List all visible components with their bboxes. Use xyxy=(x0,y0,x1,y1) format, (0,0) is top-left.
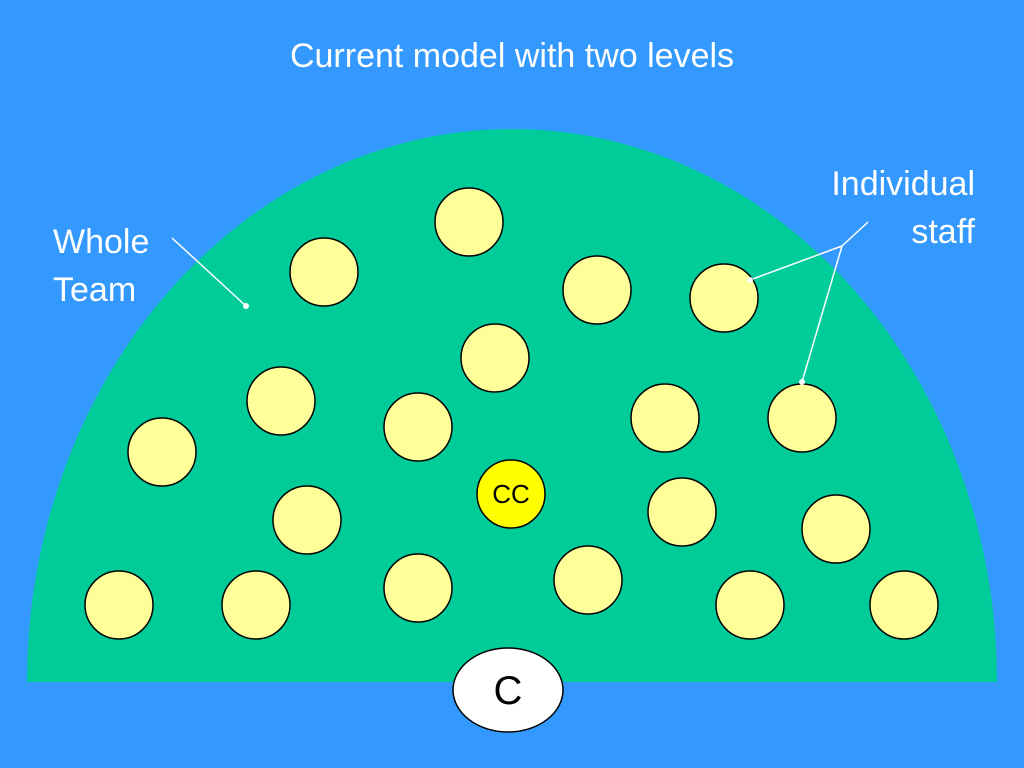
coordinator-node: CC xyxy=(476,459,546,529)
coordinator-label: CC xyxy=(492,479,530,509)
staff-circle-16 xyxy=(383,553,453,623)
staff-circle-8 xyxy=(630,383,700,453)
slide-title: Current model with two levels xyxy=(289,37,735,75)
center-ellipse xyxy=(452,647,564,733)
individual-staff-label: Individual staff xyxy=(790,160,975,256)
staff-pointer-2 xyxy=(749,245,843,281)
staff-circle-18 xyxy=(715,570,785,640)
whole-team-label-line1: Whole xyxy=(53,223,150,261)
staff-circle-12 xyxy=(647,477,717,547)
coordinator-circle xyxy=(476,459,546,529)
staff-circle-11 xyxy=(272,485,342,555)
staff-circle-14 xyxy=(84,570,154,640)
staff-circle-9 xyxy=(767,383,837,453)
individual-staff-label-line1: Individual xyxy=(831,165,975,203)
staff-pointer-dot-2 xyxy=(799,379,805,385)
staff-pointer-3 xyxy=(801,245,843,383)
staff-circle-15 xyxy=(221,570,291,640)
individual-staff-label-line2: staff xyxy=(911,213,975,251)
staff-circle-19 xyxy=(869,570,939,640)
staff-circles xyxy=(84,187,939,640)
staff-circle-2 xyxy=(289,237,359,307)
center-node: C xyxy=(452,647,564,733)
staff-pointer-1 xyxy=(841,221,869,247)
staff-circle-10 xyxy=(127,417,197,487)
staff-circle-17 xyxy=(553,545,623,615)
whole-team-pointer xyxy=(171,237,247,307)
pointer-lines xyxy=(171,221,869,383)
whole-team-pointer-dot xyxy=(243,303,249,309)
staff-circle-4 xyxy=(689,263,759,333)
whole-team-label-line2: Team xyxy=(53,271,137,309)
staff-circle-13 xyxy=(801,494,871,564)
staff-circle-1 xyxy=(434,187,504,257)
staff-circle-3 xyxy=(562,255,632,325)
staff-circle-7 xyxy=(383,392,453,462)
whole-team-label: Whole Team xyxy=(53,218,149,314)
staff-circle-6 xyxy=(246,366,316,436)
whole-team-area xyxy=(27,129,997,682)
center-label: C xyxy=(494,669,523,713)
staff-circle-5 xyxy=(460,323,530,393)
staff-pointer-dot-1 xyxy=(747,277,753,283)
